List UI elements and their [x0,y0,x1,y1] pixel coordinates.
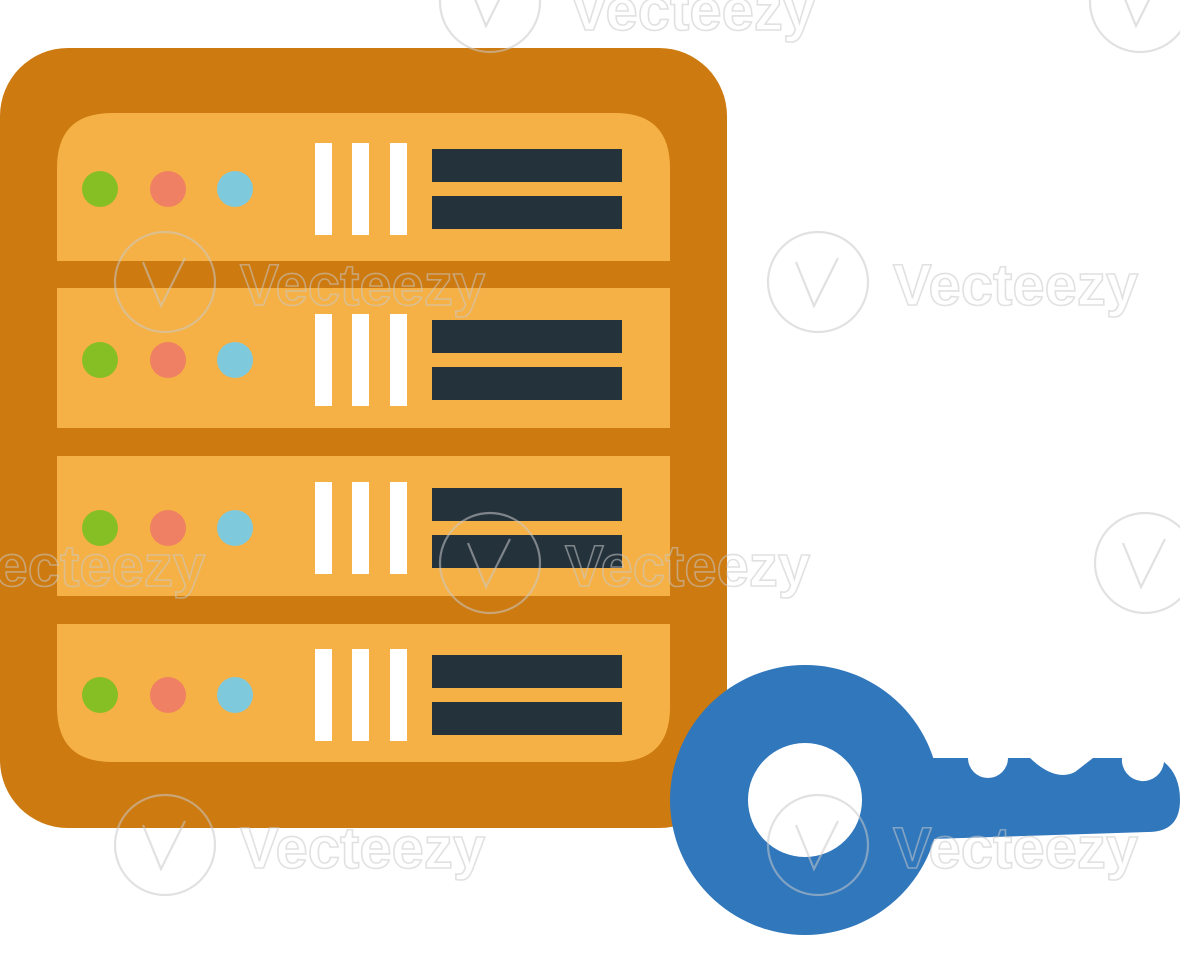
rack-unit [57,456,670,596]
status-led-blue [217,510,253,546]
watermark: Vecteezy [766,793,1139,897]
rack-units [57,113,670,762]
watermark: Vecteezy [0,511,1180,615]
status-led-red [150,510,186,546]
vecteezy-logo-mark [794,257,839,309]
vent-slot [315,314,332,406]
vecteezy-logo-icon [113,230,217,334]
status-led-red [150,342,186,378]
rack-unit [57,624,670,762]
status-led-green [82,510,118,546]
key-icon [670,665,1180,935]
vent-slot [390,482,407,574]
vent-slot [315,482,332,574]
drive-bay [432,535,622,568]
vecteezy-logo-icon [1088,0,1180,54]
status-led-green [82,171,118,207]
vecteezy-logo-mark [794,820,839,872]
vecteezy-logo-mark [1121,538,1166,590]
key-bow-hole [748,743,862,857]
rack-unit [57,113,670,261]
vecteezy-logo-mark [474,0,501,29]
watermark-text: Vecteezy [565,534,810,599]
vent-slot [390,314,407,406]
vecteezy-logo-mark [141,257,186,309]
vecteezy-logo-mark [141,820,186,872]
watermark-layer: VecteezyVecteezyVecteezyVecteezyVecteezy… [0,0,1180,897]
vecteezy-logo-icon [766,230,870,334]
watermark-text: Vecteezy [893,253,1138,318]
vent-slot [352,649,369,741]
watermark: Vecteezy [438,511,811,615]
watermark: Vecteezy [438,0,816,54]
status-led-green [82,677,118,713]
watermark: Vecteezy [113,230,486,334]
watermark-text: Vecteezy [0,534,205,599]
server-rack-icon [0,48,727,828]
drive-bay [432,488,622,521]
vecteezy-logo-mark [466,538,511,590]
watermark: Vecteezy [1088,0,1180,54]
watermark-text: Vecteezy [893,816,1138,881]
vecteezy-logo-icon [113,793,217,897]
vecteezy-logo-icon [1093,511,1180,615]
status-led-blue [217,677,253,713]
vecteezy-logo-mark [1124,0,1151,29]
key-shaft [900,758,1180,840]
status-led-blue [217,342,253,378]
watermark: Vecteezy [766,230,1139,334]
watermark-text: Vecteezy [570,0,815,43]
status-led-green [82,342,118,378]
drive-bay [432,196,622,229]
drive-bay [432,149,622,182]
vecteezy-logo-icon [766,793,870,897]
vent-slot [390,143,407,235]
vecteezy-logo-icon [438,0,542,54]
drive-bay [432,702,622,735]
watermark: Vecteezy [113,793,486,897]
vent-slot [352,482,369,574]
status-led-red [150,677,186,713]
vecteezy-logo-icon [438,511,542,615]
vent-slot [390,649,407,741]
drive-bay [432,655,622,688]
drive-bay [432,367,622,400]
rack-unit [57,288,670,428]
vent-slot [352,314,369,406]
watermark-text: Vecteezy [240,253,485,318]
vent-slot [315,143,332,235]
status-led-blue [217,171,253,207]
drive-bay [432,320,622,353]
vent-slot [352,143,369,235]
status-led-red [150,171,186,207]
vent-slot [315,649,332,741]
watermark-text: Vecteezy [240,816,485,881]
